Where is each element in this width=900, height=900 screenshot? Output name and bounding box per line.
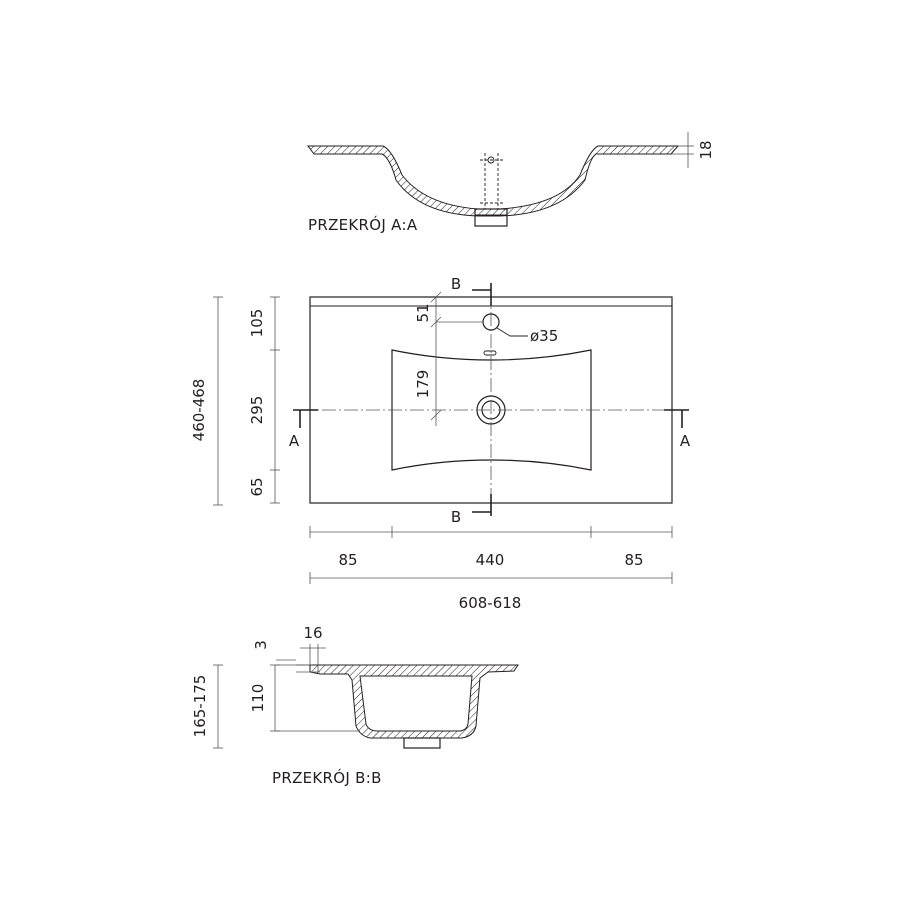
tap-hole-leader bbox=[496, 327, 528, 337]
depth-bowl-label: 295 bbox=[248, 396, 266, 425]
section-bb: 3 16 110 165-175 PRZEKRÓJ B:B bbox=[191, 624, 519, 787]
section-aa-overflow-channel bbox=[480, 153, 503, 209]
section-aa-drain bbox=[474, 208, 508, 227]
depth-total-label: 460-468 bbox=[190, 379, 208, 442]
plan-view: A A B B ø35 51 179 105 295 65 460-468 bbox=[190, 275, 691, 612]
cut-a-left: A bbox=[289, 432, 300, 450]
section-bb-lip-label: 16 bbox=[303, 624, 322, 642]
section-aa-thickness-label: 18 bbox=[697, 140, 715, 159]
section-bb-drain bbox=[403, 737, 441, 749]
cut-b-top: B bbox=[451, 275, 461, 293]
section-bb-title: PRZEKRÓJ B:B bbox=[272, 768, 382, 787]
section-bb-bowl-depth-label: 110 bbox=[249, 684, 267, 713]
section-aa-shell bbox=[307, 145, 680, 217]
cut-a-right: A bbox=[680, 432, 691, 450]
section-aa-title: PRZEKRÓJ A:A bbox=[308, 215, 418, 234]
tap-hole-label: ø35 bbox=[530, 327, 558, 345]
section-bb-total-height-label: 165-175 bbox=[191, 675, 209, 738]
section-bb-shell bbox=[309, 664, 519, 739]
depth-back-label: 105 bbox=[248, 309, 266, 338]
overflow-offset-label: 51 bbox=[414, 303, 432, 322]
width-total-label: 608-618 bbox=[459, 594, 522, 612]
depth-front-label: 65 bbox=[248, 477, 266, 496]
plan-overflow-slot bbox=[483, 350, 497, 356]
section-aa: 18 PRZEKRÓJ A:A bbox=[307, 132, 715, 234]
plan-bowl bbox=[391, 349, 592, 471]
section-bb-rim-label: 3 bbox=[252, 640, 270, 650]
cut-b-bottom: B bbox=[451, 508, 461, 526]
drain-offset-label: 179 bbox=[414, 370, 432, 399]
width-right-label: 85 bbox=[624, 551, 643, 569]
width-left-label: 85 bbox=[338, 551, 357, 569]
width-bowl-label: 440 bbox=[476, 551, 505, 569]
